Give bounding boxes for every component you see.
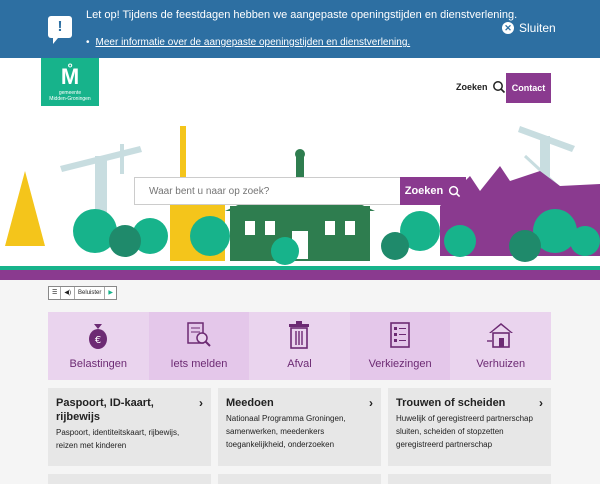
skyline-illustration <box>0 126 600 280</box>
house-move-icon <box>486 323 513 348</box>
hero-illustration <box>0 106 600 280</box>
card-description: Nationaal Programma Groningen, samenwerk… <box>226 414 346 449</box>
notice-close-label: Sluiten <box>519 21 556 35</box>
tile-label: Verhuizen <box>476 358 526 370</box>
card-trouwen[interactable]: Trouwen of scheiden › Huwelijk of geregi… <box>388 388 551 466</box>
hero-search-input[interactable] <box>134 177 400 205</box>
chevron-right-icon: › <box>199 396 203 410</box>
svg-text:€: € <box>95 335 101 346</box>
chevron-right-icon: › <box>369 396 373 410</box>
money-bag-icon: € <box>89 324 108 349</box>
logo-text-top: gemeente <box>58 90 82 96</box>
chevron-right-icon: › <box>539 396 543 410</box>
ballot-icon <box>390 322 410 348</box>
speaker-icon: ◀) <box>61 287 76 299</box>
tile-verkiezingen[interactable]: Verkiezingen <box>349 312 451 380</box>
tile-label: Afval <box>287 358 312 370</box>
logo-text-bottom: Midden-Groningen <box>49 96 91 102</box>
report-search-icon <box>187 322 211 347</box>
tile-label: Iets melden <box>170 358 228 370</box>
menu-icon[interactable]: ☰ <box>49 287 62 299</box>
tile-verhuizen[interactable]: Verhuizen <box>450 312 551 380</box>
tile-label: Belastingen <box>69 358 128 370</box>
play-icon[interactable]: ▶ <box>108 290 113 296</box>
tile-iets-melden[interactable]: Iets melden <box>148 312 250 380</box>
card-next-row[interactable] <box>218 474 381 484</box>
card-title: Trouwen of scheiden <box>396 397 506 409</box>
logo-mark-icon: M̊ <box>60 64 80 89</box>
tile-belastingen[interactable]: € Belastingen <box>48 312 149 380</box>
hero-search-button[interactable]: Zoeken <box>400 177 466 205</box>
card-description: Paspoort, identiteitskaart, rijbewijs, r… <box>56 428 180 450</box>
notice-message: Let op! Tijdens de feestdagen hebben we … <box>86 9 518 21</box>
quick-links: € Belastingen Iets melden Afval Verkiezi… <box>48 312 551 380</box>
exclamation-bubble-icon: ! <box>48 16 72 44</box>
card-next-row[interactable] <box>48 474 211 484</box>
card-title: Meedoen <box>226 397 274 409</box>
card-paspoort[interactable]: Paspoort, ID-kaart, rijbewijs › Paspoort… <box>48 388 211 466</box>
card-meedoen[interactable]: Meedoen › Nationaal Programma Groningen,… <box>218 388 381 466</box>
tile-label: Verkiezingen <box>368 358 432 370</box>
notice-close-button[interactable]: ✕ Sluiten <box>502 21 556 35</box>
header-search-button[interactable]: Zoeken <box>456 80 506 94</box>
card-title: Paspoort, ID-kaart, rijbewijs <box>56 397 154 423</box>
listen-button[interactable]: Beluister <box>75 287 106 299</box>
close-icon: ✕ <box>502 22 514 34</box>
search-icon <box>449 185 461 197</box>
hero-search-label: Zoeken <box>404 185 444 197</box>
tile-afval[interactable]: Afval <box>249 312 350 380</box>
notice-bar: ! Let op! Tijdens de feestdagen hebben w… <box>0 0 600 58</box>
trash-bin-icon <box>289 321 310 349</box>
municipality-logo[interactable]: M̊ gemeente Midden-Groningen <box>41 58 99 110</box>
readspeaker-bar: ☰ ◀) Beluister ▶ <box>48 286 117 300</box>
card-description: Huwelijk of geregistreerd partnerschap s… <box>396 414 533 449</box>
hero-search: Zoeken <box>134 177 466 205</box>
contact-button[interactable]: Contact <box>506 73 551 103</box>
header-search-label: Zoeken <box>456 82 488 92</box>
search-icon <box>492 81 505 94</box>
notice-more-info-link[interactable]: Meer informatie over de aangepaste openi… <box>86 37 411 48</box>
card-next-row[interactable] <box>388 474 551 484</box>
